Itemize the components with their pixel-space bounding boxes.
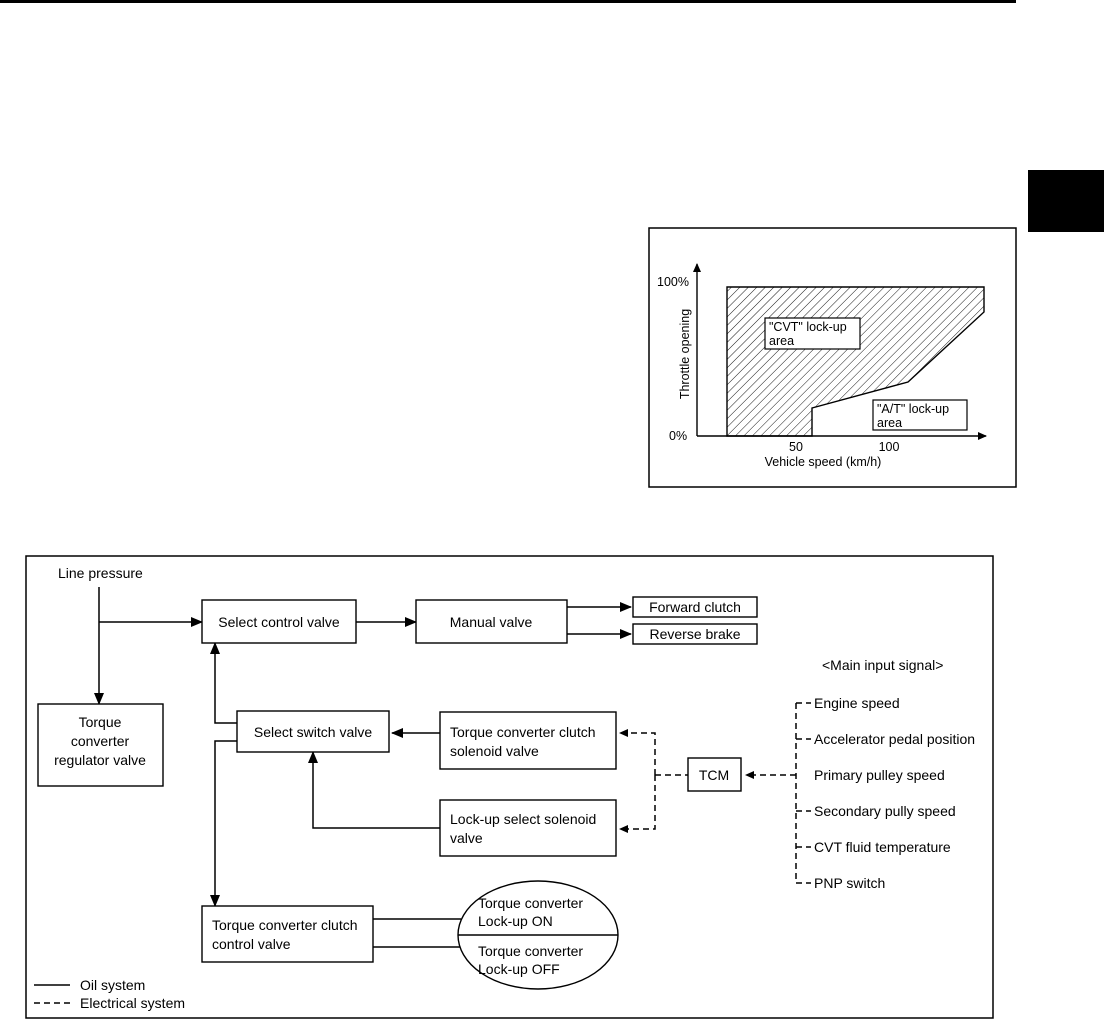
cvt-area-label-line2: area xyxy=(769,334,794,348)
reverse-brake-label: Reverse brake xyxy=(649,626,740,642)
x-tick-50: 50 xyxy=(789,440,803,454)
lockup-select-solenoid-box xyxy=(439,799,617,857)
lockup-off-line2: Lock-up OFF xyxy=(478,961,560,977)
chart-frame xyxy=(648,227,1017,488)
lockup-select-solenoid-line1: Lock-up select solenoid xyxy=(450,811,596,827)
tcc-control-valve-line2: control valve xyxy=(212,936,291,952)
legend: Oil system Electrical system xyxy=(34,977,185,1011)
section-tab xyxy=(1028,170,1104,232)
x-tick-100: 100 xyxy=(879,440,900,454)
diagram-frame xyxy=(25,555,994,1019)
manual-valve-box xyxy=(415,599,568,644)
input-primary-pulley: Primary pulley speed xyxy=(814,767,945,783)
at-area-label-line2: area xyxy=(877,416,902,430)
regulator-valve-line1: Torque xyxy=(79,714,122,730)
tcm-box xyxy=(687,757,742,792)
forward-clutch-box xyxy=(632,596,758,618)
lockup-off-line1: Torque converter xyxy=(478,943,583,959)
tcc-control-valve-box xyxy=(201,905,374,963)
lockup-select-solenoid-line2: valve xyxy=(450,830,483,846)
at-area-label-line1: "A/T" lock-up xyxy=(877,402,949,416)
electrical-system-lines xyxy=(619,702,811,884)
tcc-solenoid-valve-line1: Torque converter clutch xyxy=(450,724,596,740)
y-axis-label: Throttle opening xyxy=(678,309,692,399)
input-accelerator-pedal: Accelerator pedal position xyxy=(814,731,975,747)
y-tick-0: 0% xyxy=(669,429,687,443)
legend-electrical-label: Electrical system xyxy=(80,995,185,1011)
lockup-control-diagram: Line pressure Torque converter regulator… xyxy=(25,555,994,1019)
select-control-valve-label: Select control valve xyxy=(218,614,340,630)
forward-clutch-label: Forward clutch xyxy=(649,599,741,615)
cvt-area-label-line1: "CVT" lock-up xyxy=(769,320,847,334)
regulator-valve-line2: converter xyxy=(71,733,130,749)
manual-valve-label: Manual valve xyxy=(450,614,533,630)
tcc-control-valve-line1: Torque converter clutch xyxy=(212,917,358,933)
tcc-solenoid-valve-box xyxy=(439,711,617,770)
lockup-on-line2: Lock-up ON xyxy=(478,913,553,929)
reverse-brake-box xyxy=(632,623,758,645)
tcc-solenoid-valve-line2: solenoid valve xyxy=(450,743,539,759)
regulator-valve-box xyxy=(37,703,164,787)
input-engine-speed: Engine speed xyxy=(814,695,900,711)
select-switch-valve-label: Select switch valve xyxy=(254,724,372,740)
y-tick-100: 100% xyxy=(657,275,689,289)
main-input-heading: <Main input signal> xyxy=(822,657,943,673)
regulator-valve-line3: regulator valve xyxy=(54,752,146,768)
select-control-valve-box xyxy=(201,599,357,644)
top-rule xyxy=(0,0,1016,3)
oil-system-lines xyxy=(94,587,632,948)
line-pressure-label: Line pressure xyxy=(58,565,143,581)
input-pnp-switch: PNP switch xyxy=(814,875,885,891)
legend-oil-label: Oil system xyxy=(80,977,145,993)
tcm-label: TCM xyxy=(699,767,729,783)
lockup-area-chart: 100% 0% 50 100 Vehicle speed (km/h) Thro… xyxy=(648,227,1017,488)
at-area-label-box xyxy=(872,399,968,431)
lockup-on-line1: Torque converter xyxy=(478,895,583,911)
x-axis-label: Vehicle speed (km/h) xyxy=(765,455,882,469)
cvt-area-label-box xyxy=(764,317,861,350)
input-cvt-fluid-temp: CVT fluid temperature xyxy=(814,839,951,855)
select-switch-valve-box xyxy=(236,710,390,753)
input-secondary-pulley: Secondary pully speed xyxy=(814,803,956,819)
